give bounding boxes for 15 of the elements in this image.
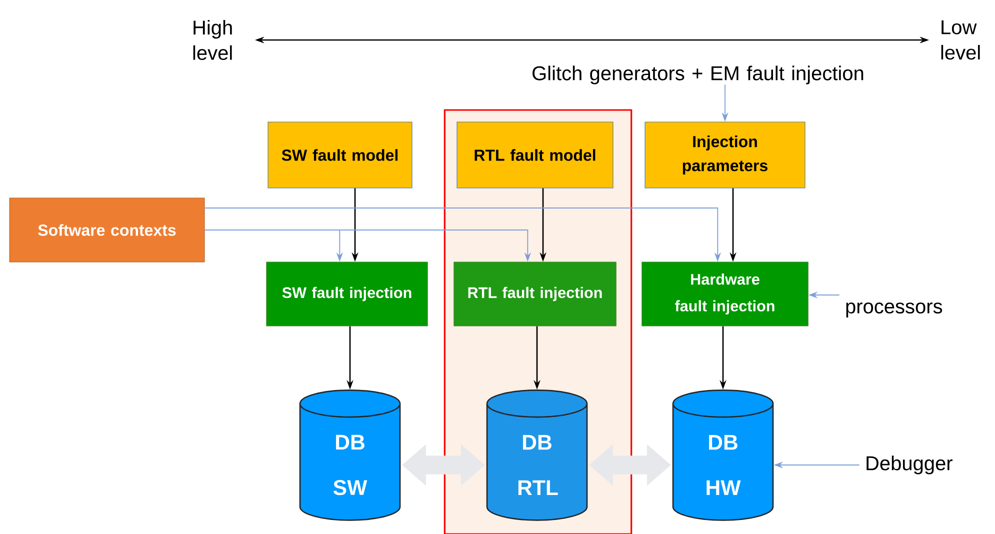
source-label: Glitch generators + EM fault injection — [532, 66, 864, 84]
model-box: Injection parameters — [644, 122, 806, 188]
scale-label: Low level — [941, 20, 980, 60]
scale-label: High level — [193, 20, 232, 60]
source-label: processors — [846, 302, 942, 318]
injection-box: RTL fault injection — [454, 262, 616, 326]
database-cylinder: DB RTL — [486, 390, 588, 521]
injection-box: Hardware fault injection — [642, 262, 808, 326]
model-box: SW fault model — [268, 122, 412, 188]
context-box: Software contexts — [9, 198, 205, 262]
model-box: RTL fault model — [456, 122, 614, 188]
injection-box: SW fault injection — [266, 262, 428, 326]
source-label: Debugger — [866, 456, 952, 474]
database-cylinder: DB HW — [672, 390, 774, 521]
database-cylinder: DB SW — [299, 390, 401, 521]
